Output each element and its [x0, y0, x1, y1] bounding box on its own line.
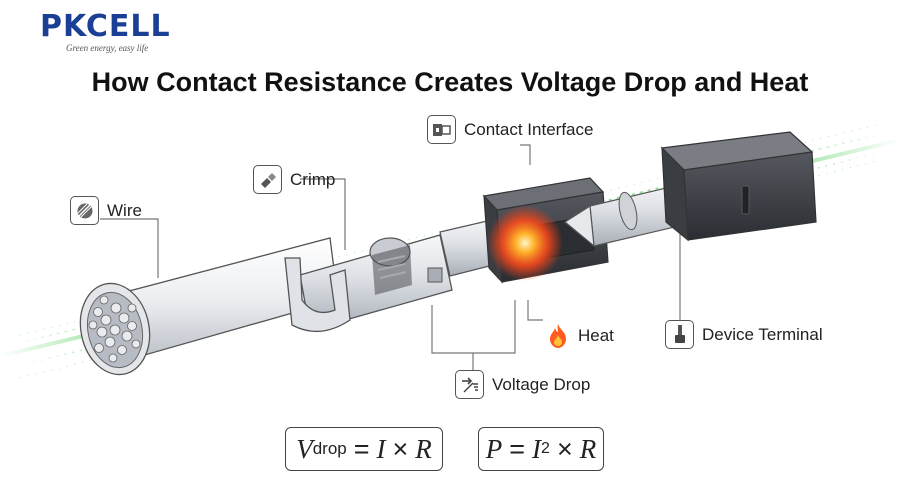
device-terminal-icon [665, 320, 694, 349]
wire-icon [70, 196, 99, 225]
leader-lines [100, 144, 681, 370]
callout-wire: Wire [70, 196, 142, 225]
callout-device-terminal: Device Terminal [665, 320, 823, 349]
callout-wire-label: Wire [107, 200, 142, 220]
formula-p-i: I [532, 433, 542, 464]
formula-drop-sub: drop [312, 439, 347, 458]
crimp-icon [253, 165, 282, 194]
callout-contact-interface: Contact Interface [427, 115, 593, 144]
page-title: How Contact Resistance Creates Voltage D… [91, 67, 809, 97]
contact-interface-icon [427, 115, 456, 144]
brand-tagline: Green energy, easy life [66, 43, 149, 53]
formula-p-r: R [579, 433, 597, 464]
callout-device-terminal-label: Device Terminal [702, 324, 823, 344]
brand-name: PKCELL [40, 9, 171, 44]
formula-i: I [376, 433, 386, 464]
callout-heat: Heat [546, 322, 614, 350]
formula-v: V [296, 433, 313, 464]
formula-p-times: × [556, 433, 573, 464]
device-terminal-block [660, 131, 817, 242]
formula-p-exp: 2 [541, 440, 550, 457]
crimp-barrel [284, 234, 453, 333]
formula-eq: = [353, 433, 370, 464]
wire-strands [88, 295, 141, 363]
callout-contact-interface-label: Contact Interface [464, 119, 594, 139]
formula-times: × [392, 433, 409, 464]
formula-r: R [415, 433, 432, 464]
callout-crimp-label: Crimp [290, 169, 336, 189]
callout-crimp: Crimp [253, 165, 335, 194]
heat-icon [546, 322, 570, 350]
heat-glow [487, 205, 563, 281]
callout-voltage-drop: Voltage Drop [455, 370, 590, 399]
formula-p: P [485, 433, 503, 464]
callout-voltage-drop-label: Voltage Drop [492, 374, 591, 394]
brand-logo: PKCELL Green energy, easy life [40, 9, 171, 54]
callout-heat-label: Heat [578, 326, 614, 345]
formula-p-eq: = [509, 433, 526, 464]
voltage-drop-icon [455, 370, 484, 399]
